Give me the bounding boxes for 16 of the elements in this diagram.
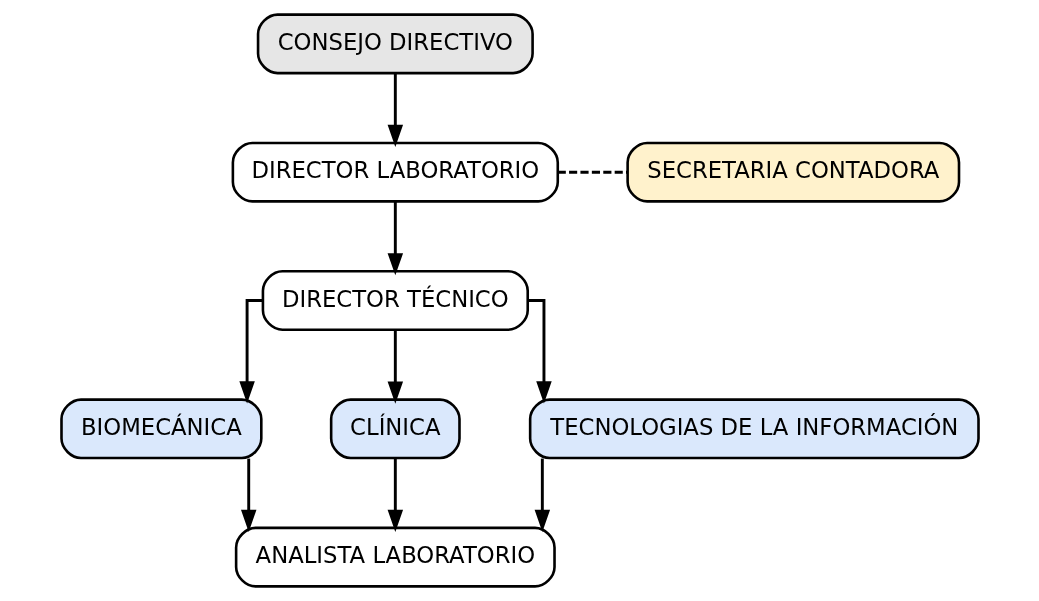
arrow	[387, 458, 403, 532]
connector	[557, 170, 627, 174]
arrow	[387, 330, 403, 404]
node-box: CONSEJO DIRECTIVO	[256, 13, 534, 75]
node-box: ANALISTA LABORATORIO	[234, 526, 556, 588]
node-box: DIRECTOR TÉCNICO	[261, 269, 529, 332]
arrow	[240, 458, 256, 532]
arrow	[534, 458, 550, 532]
node-box: SECRETARIA CONTADORA	[625, 141, 960, 203]
node-box: DIRECTOR LABORATORIO	[231, 141, 559, 203]
arrow	[387, 201, 403, 276]
node-box: BIOMECÁNICA	[59, 398, 263, 460]
node-box: CLÍNICA	[329, 398, 461, 460]
node-box: TECNOLOGIAS DE LA INFORMACIÓN	[528, 398, 980, 460]
arrow	[387, 73, 403, 147]
arrow	[238, 299, 262, 404]
